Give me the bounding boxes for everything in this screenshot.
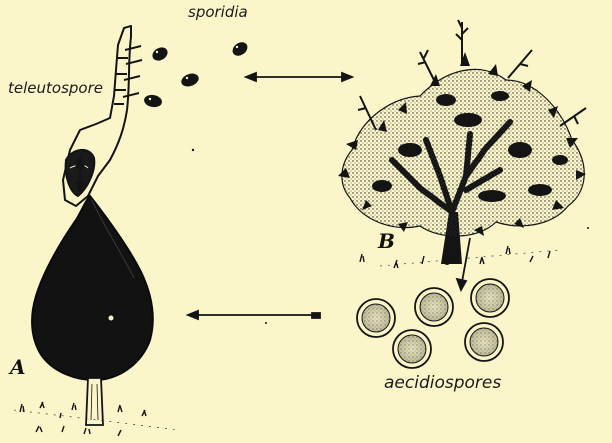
aecidiospores-label: aecidiospores: [384, 375, 501, 392]
arrow-icon: [246, 73, 352, 81]
arrow-icon: [188, 311, 320, 319]
sporidium-spore-icon: [143, 39, 250, 108]
aecidiospore-icon: [357, 279, 509, 368]
broadleaf-tree-icon: [338, 20, 586, 268]
juniper-tree-icon: [14, 196, 180, 436]
host-b-letter: B: [378, 231, 395, 251]
germinating-teleutospore-icon: [63, 26, 142, 206]
sporidia-label: sporidia: [188, 5, 248, 20]
teleutospore-label: teleutospore: [8, 81, 103, 96]
host-a-letter: A: [10, 357, 26, 377]
